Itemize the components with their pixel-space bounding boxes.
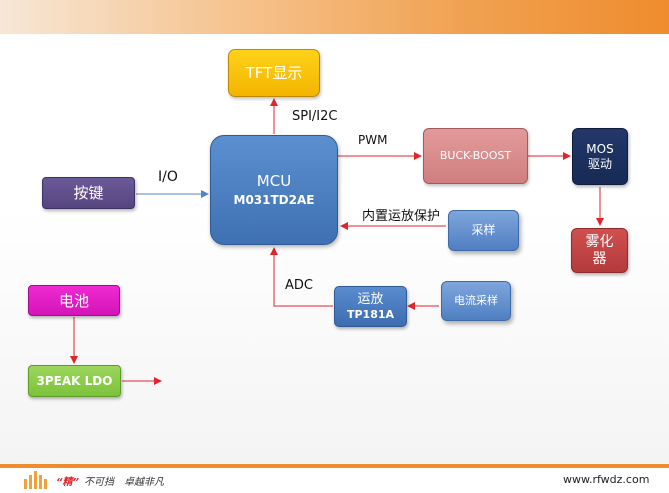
- tft-display-label: TFT显示: [245, 64, 303, 82]
- opamp-block: 运放 TP181A: [334, 286, 407, 327]
- mos-label: MOS: [586, 142, 614, 157]
- company-logo-icon: [24, 471, 47, 489]
- battery-label: 电池: [58, 291, 89, 310]
- ldo-block: 3PEAK LDO: [28, 365, 121, 397]
- footer-slogan-2: 卓越非凡: [124, 477, 164, 488]
- current-sampling-block: 电流采样: [441, 281, 511, 321]
- current-sampling-label: 电流采样: [454, 294, 498, 308]
- opamp-label: 运放: [357, 292, 384, 308]
- buck-boost-block: BUCK-BOOST: [423, 128, 528, 184]
- footer-url[interactable]: www.rfwdz.com: [563, 473, 650, 486]
- sampling-label: 采样: [471, 223, 496, 238]
- footer: “精” 不可挡 卓越非凡 www.rfwdz.com: [0, 468, 669, 493]
- tft-display-block: TFT显示: [228, 49, 320, 97]
- sampling-block: 采样: [448, 210, 519, 251]
- mos-driver-block: MOS 驱动: [572, 128, 628, 185]
- io-label: I/O: [158, 169, 178, 185]
- footer-slogan-rest: 不可挡: [84, 477, 114, 488]
- footer-slogan-quote: “精”: [56, 477, 79, 488]
- atomizer-label-1: 雾化: [585, 233, 614, 250]
- buck-boost-label: BUCK-BOOST: [439, 149, 512, 163]
- opamp-part-number: TP181A: [346, 307, 395, 321]
- mos-driver-label: 驱动: [587, 156, 612, 171]
- top-banner: [0, 0, 669, 34]
- key-label: 按键: [73, 184, 104, 202]
- arrow-opamp-to-mcu: [270, 247, 333, 307]
- opamp-protect-label: 内置运放保护: [362, 209, 441, 224]
- mcu-label: MCU: [256, 172, 292, 191]
- mcu-block: MCU M031TD2AE: [210, 135, 338, 245]
- mcu-part-number: M031TD2AE: [233, 193, 315, 208]
- spi-i2c-label: SPI/I2C: [292, 109, 338, 124]
- atomizer-label-2: 器: [592, 250, 607, 267]
- adc-label: ADC: [285, 278, 313, 293]
- key-block: 按键: [42, 177, 135, 209]
- atomizer-block: 雾化 器: [571, 228, 628, 273]
- battery-block: 电池: [28, 285, 120, 316]
- ldo-label: 3PEAK LDO: [36, 373, 113, 388]
- pwm-label: PWM: [358, 133, 388, 147]
- footer-rule: [0, 464, 669, 468]
